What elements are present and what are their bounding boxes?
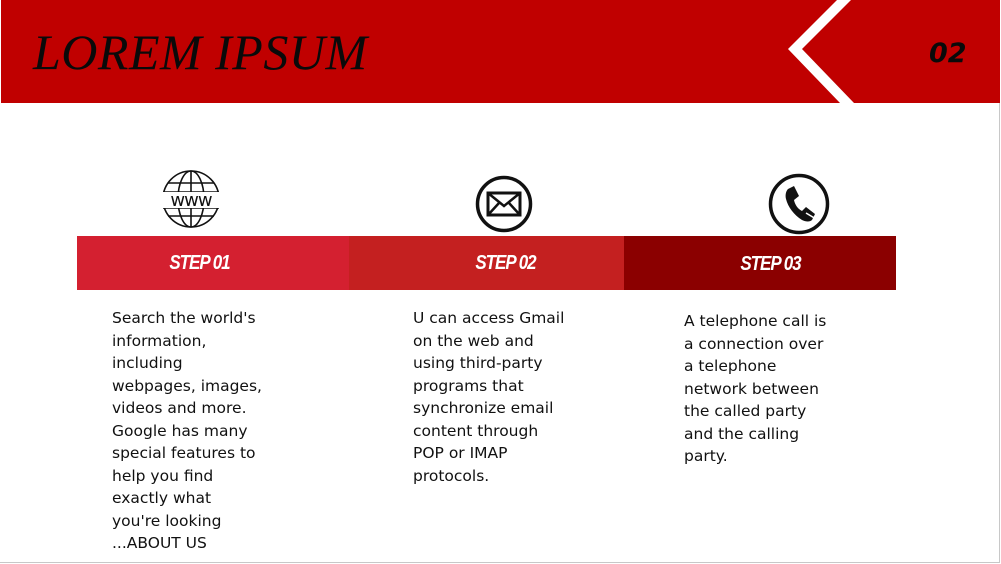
- step-bar-3: STEP 03: [624, 236, 896, 290]
- mail-icon: [475, 175, 533, 233]
- slide-title: LOREM IPSUM: [33, 24, 368, 80]
- svg-text:www: www: [170, 190, 211, 211]
- step-description-2: U can access Gmail on the web and using …: [413, 309, 565, 485]
- www-globe-icon: www: [158, 170, 224, 228]
- step-label-3: STEP 03: [739, 253, 801, 275]
- chevron-left-icon: [788, 0, 854, 103]
- step-description-1: Search the world's information, includin…: [112, 309, 262, 552]
- phone-icon: [768, 173, 830, 235]
- step-description-3: A telephone call is a connection over a …: [684, 312, 827, 465]
- step-label-1: STEP 01: [168, 251, 230, 274]
- page-number: 02: [929, 38, 967, 69]
- step-bar-2: STEP 02: [349, 236, 624, 290]
- step-bar-1: STEP 01: [77, 236, 349, 290]
- step-label-2: STEP 02: [475, 251, 536, 274]
- header-banner: LOREM IPSUM 02: [1, 0, 1000, 103]
